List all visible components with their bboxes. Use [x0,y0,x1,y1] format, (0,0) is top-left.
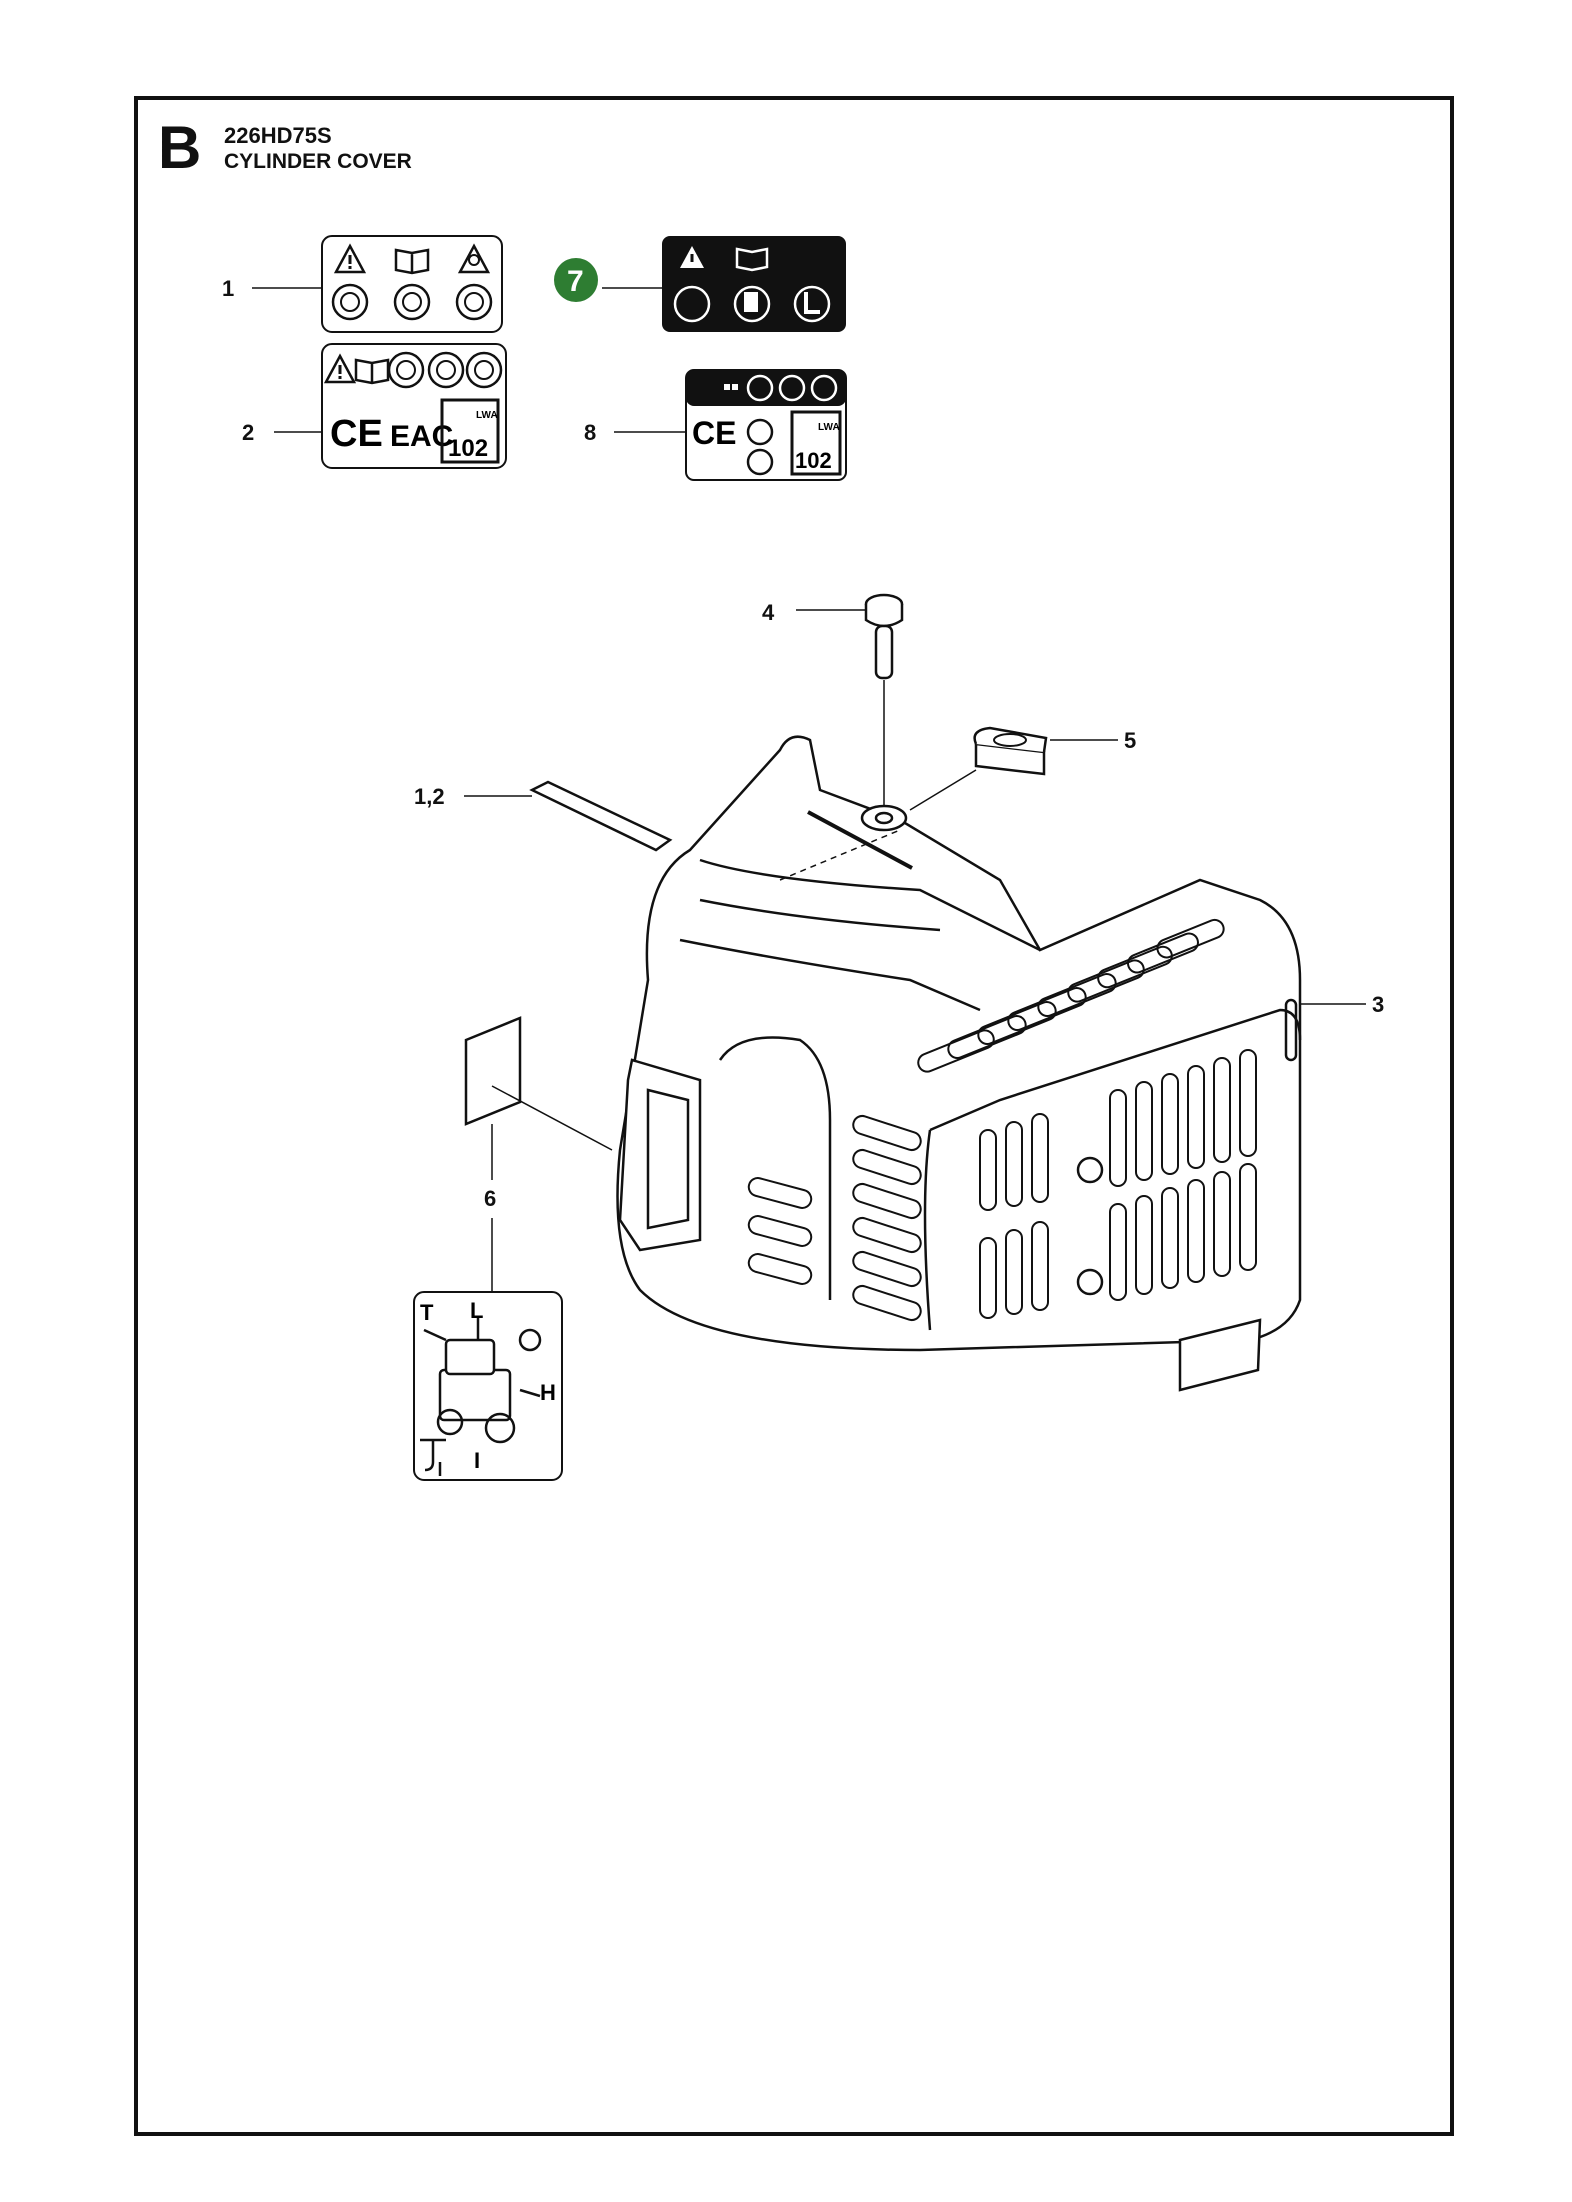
part-4-screw [864,593,904,680]
carb-l-label: L [470,1298,483,1323]
sound-level-value: 102 [448,435,488,462]
sound-symbol: LWA [476,410,498,421]
assembly-line-6 [491,1085,613,1151]
carb-t-label: T [420,1300,434,1325]
decal-1-2-placement [529,780,673,852]
assembly-line-5 [909,769,977,811]
callout-8: 8 [584,420,596,445]
section-letter: B [158,114,202,181]
sound-level-value-8: 102 [795,448,832,473]
callout-4: 4 [762,600,775,625]
callout-6: 6 [484,1186,496,1211]
carb-h-label: H [540,1380,556,1405]
callout-7: 7 [567,265,584,298]
decal-8-certification-label: CE 102 LWA [685,369,847,481]
callout-1-2: 1,2 [414,784,445,809]
page-frame [134,96,1454,2136]
sound-symbol-8: LWA [818,422,840,433]
decal-7-dark-safety-label [662,236,846,332]
decal-1-safety-label [321,235,503,333]
callout-3: 3 [1372,992,1384,1017]
decal-6-carburetor-adjustment-label: T L H I [413,1291,563,1481]
ce-mark-8: CE [692,415,736,451]
callout-2: 2 [242,420,254,445]
callout-7-highlight-badge [554,258,598,302]
part-3-cylinder-cover [616,735,1302,1392]
callout-1: 1 [222,276,234,301]
part-5-grommet [973,726,1048,776]
model-number: 226HD75S [224,123,332,148]
decal-6-placement [464,1016,522,1126]
eac-mark: EAC [390,420,453,453]
carb-i-label: I [474,1448,480,1473]
decal-2-certification-label: CE EAC 102 LWA [321,343,507,469]
page-title: CYLINDER COVER [224,150,412,173]
ce-mark: CE [330,413,383,455]
callout-5: 5 [1124,728,1136,753]
